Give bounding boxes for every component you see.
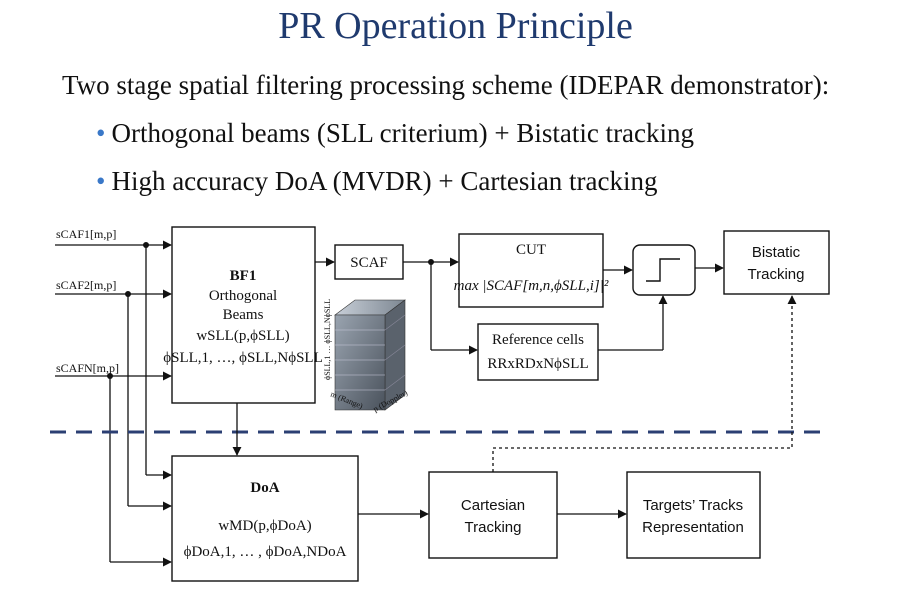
ref-cells-dims: RRxRDxNϕSLL xyxy=(487,356,588,372)
doa-weights: wMD(p,ϕDoA) xyxy=(218,518,311,534)
input-label-3: sCAFN[m,p] xyxy=(56,361,119,375)
bf1-weights: wSLL(p,ϕSLL) xyxy=(196,328,289,344)
threshold-detector-box xyxy=(632,244,696,296)
bf1-title: BF1 xyxy=(230,268,257,284)
targets-line1: Targets’ Tracks xyxy=(643,497,743,514)
cut-box xyxy=(458,233,604,308)
targets-box xyxy=(626,471,761,559)
bf1-box xyxy=(171,226,316,404)
doa-angles: ϕDoA,1, … , ϕDoA,NDoA xyxy=(184,544,347,560)
bistatic-line2: Tracking xyxy=(748,266,805,283)
doa-title: DoA xyxy=(250,480,279,496)
input-label-1: sCAF1[m,p] xyxy=(56,227,116,241)
data-cube-icon xyxy=(334,299,406,411)
junction-dot xyxy=(107,373,113,379)
ref-cells-title: Reference cells xyxy=(492,332,584,348)
bistatic-line1: Bistatic xyxy=(752,244,801,261)
bullet-dot-icon: • xyxy=(96,118,106,148)
bullet-item: •High accuracy DoA (MVDR) + Cartesian tr… xyxy=(96,166,658,197)
junction-dot xyxy=(143,242,149,248)
input-label-2: sCAF2[m,p] xyxy=(56,278,116,292)
bistatic-tracking-box xyxy=(723,230,830,295)
bf1-angles: ϕSLL,1, …, ϕSLL,NϕSLL xyxy=(163,350,323,366)
cut-formula: max |SCAF[m,n,ϕSLL,i]|² xyxy=(454,278,609,294)
bf1-line1: Orthogonal xyxy=(209,288,277,304)
page-title: PR Operation Principle xyxy=(278,5,633,47)
bullet-text: Orthogonal beams (SLL criterium) + Bista… xyxy=(111,118,695,148)
subtitle: Two stage spatial filtering processing s… xyxy=(62,70,830,100)
cube-axis-z: ϕSLL,1 … ϕSLL,NϕSLL xyxy=(323,299,332,380)
cartesian-line1: Cartesian xyxy=(461,497,525,514)
cartesian-to-bistatic-feedback xyxy=(492,295,797,472)
scaf-label: SCAF xyxy=(350,255,388,271)
bullet-item: •Orthogonal beams (SLL criterium) + Bist… xyxy=(96,118,694,149)
cartesian-tracking-box xyxy=(428,471,558,559)
doa-box xyxy=(171,455,359,582)
bullet-text: High accuracy DoA (MVDR) + Cartesian tra… xyxy=(111,166,658,196)
ref-cells-box xyxy=(477,323,599,381)
junction-dot xyxy=(125,291,131,297)
targets-line2: Representation xyxy=(642,519,744,536)
step-function-icon xyxy=(646,258,680,282)
bullet-dot-icon: • xyxy=(96,166,106,196)
cut-title: CUT xyxy=(516,242,546,258)
bf1-line2: Beams xyxy=(223,307,264,323)
cartesian-line2: Tracking xyxy=(465,519,522,536)
